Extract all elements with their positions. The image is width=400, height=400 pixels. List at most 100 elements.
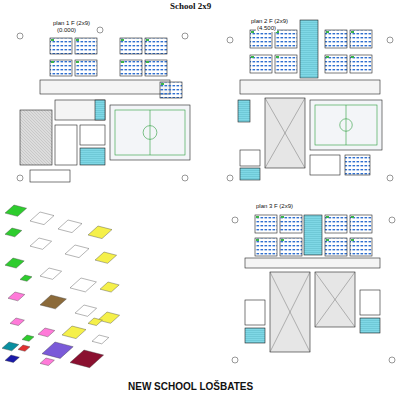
volume-block xyxy=(38,328,55,337)
teacher-desk xyxy=(121,39,124,41)
service-room xyxy=(245,300,265,325)
teacher-desk xyxy=(146,39,149,41)
classroom xyxy=(120,38,142,54)
axis-bubble xyxy=(389,217,395,223)
gym-hall xyxy=(110,105,190,160)
hall xyxy=(315,272,355,327)
volume-block xyxy=(58,220,82,233)
volume-block xyxy=(5,228,22,237)
plan-label: plan 1 F (2x9) xyxy=(52,20,91,27)
teacher-desk xyxy=(326,31,329,33)
stairs xyxy=(360,318,380,333)
service-room xyxy=(30,170,70,182)
axis-bubble xyxy=(17,33,23,39)
volume-block xyxy=(40,268,62,279)
teacher-desk xyxy=(351,56,354,58)
volume-block xyxy=(62,326,86,339)
volume-block xyxy=(22,335,34,341)
classroom xyxy=(280,238,302,256)
teacher-desk xyxy=(51,39,54,41)
teacher-desk xyxy=(281,216,284,218)
classroom xyxy=(50,60,72,76)
classroom xyxy=(75,60,97,76)
classroom xyxy=(350,30,372,48)
teacher-desk xyxy=(276,56,279,58)
classroom xyxy=(250,55,272,73)
court-line xyxy=(315,105,377,145)
court-line xyxy=(346,105,347,145)
stairs xyxy=(238,100,250,122)
axis-bubble xyxy=(227,37,233,43)
stairs xyxy=(245,328,265,343)
volume-block xyxy=(18,345,30,351)
axis-bubble xyxy=(227,175,233,181)
teacher-desk xyxy=(121,61,124,63)
axis-bubble xyxy=(182,175,188,181)
volume-block xyxy=(20,275,32,281)
volume-block xyxy=(10,318,24,326)
service-room xyxy=(55,125,77,165)
axis-bubble xyxy=(387,175,393,181)
volume-block xyxy=(40,358,54,366)
plan-label: (0.000) xyxy=(56,27,77,34)
teacher-desk xyxy=(281,239,284,241)
volume-block xyxy=(40,295,66,309)
classroom xyxy=(325,30,347,48)
classroom xyxy=(325,55,347,73)
teacher-desk xyxy=(351,239,354,241)
service-room xyxy=(80,125,105,145)
court-line xyxy=(143,126,157,140)
corridor xyxy=(40,80,170,94)
roof-line xyxy=(270,272,310,352)
lobby xyxy=(55,100,105,120)
teacher-desk xyxy=(161,83,164,85)
plan-label: (4.500) xyxy=(256,25,277,32)
project-caption: NEW SCHOOL LOŠBATES xyxy=(128,381,253,392)
classroom xyxy=(145,38,167,54)
service-room xyxy=(310,155,340,175)
volume-block xyxy=(88,318,102,326)
volume-block xyxy=(30,212,54,225)
classroom xyxy=(250,30,272,48)
classroom xyxy=(255,238,277,256)
classroom xyxy=(350,55,372,73)
classroom xyxy=(160,82,182,98)
volume-block xyxy=(100,282,119,292)
axis-bubble xyxy=(232,217,238,223)
volume-block xyxy=(2,342,19,351)
axis-bubble xyxy=(97,27,103,33)
corridor xyxy=(245,258,380,268)
teacher-desk xyxy=(351,216,354,218)
service-room xyxy=(360,290,380,315)
volume-block xyxy=(75,305,97,316)
hall xyxy=(270,272,310,352)
axis-bubble xyxy=(387,37,393,43)
classroom xyxy=(120,60,142,76)
classroom xyxy=(325,238,347,256)
court-line xyxy=(340,119,353,132)
stairs xyxy=(304,215,322,255)
sheet-title: School 2x9 xyxy=(170,2,211,12)
corridor xyxy=(240,80,380,94)
classroom xyxy=(325,215,347,233)
teacher-desk xyxy=(326,216,329,218)
stairs xyxy=(240,168,260,180)
hall xyxy=(265,98,305,168)
volume-block xyxy=(5,355,19,363)
volume-block xyxy=(8,292,25,301)
volume-block xyxy=(98,312,120,323)
classroom xyxy=(275,55,297,73)
teacher-desk xyxy=(351,31,354,33)
classroom xyxy=(350,238,372,256)
teacher-desk xyxy=(326,239,329,241)
entrance-hall xyxy=(20,110,52,165)
classroom xyxy=(350,215,372,233)
classroom xyxy=(280,215,302,233)
roof-line xyxy=(265,98,305,168)
teacher-desk xyxy=(256,239,259,241)
classroom xyxy=(275,30,297,48)
stairs xyxy=(300,20,318,78)
volume-block xyxy=(5,258,24,268)
